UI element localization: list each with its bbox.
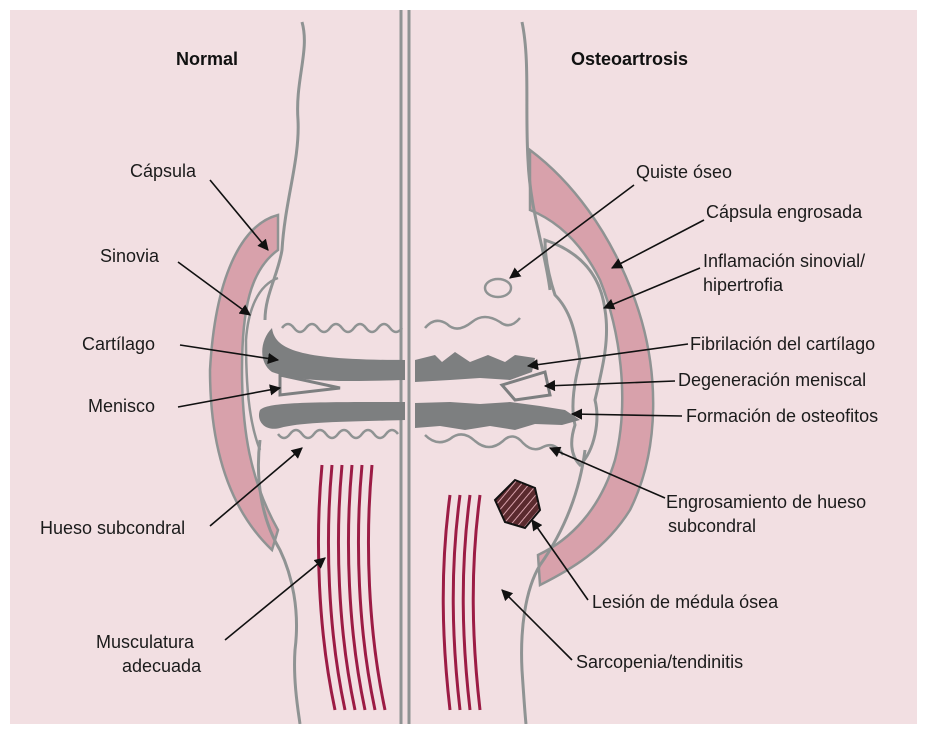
normal-capsule [210,215,278,550]
normal-femur-outline [265,22,304,320]
label-menisco: Menisco [88,396,155,416]
label-hueso: Hueso subcondral [40,518,185,538]
label-sinovia: Sinovia [100,246,160,266]
arrow-musculatura [225,558,325,640]
oa-lower-cartilage [415,402,580,430]
label-degeneracion: Degeneración meniscal [678,370,866,390]
label-osteofitos: Formación de osteofitos [686,406,878,426]
title-normal: Normal [176,49,238,69]
label-engrosamiento-1: Engrosamiento de hueso [666,492,866,512]
label-cartilago: Cartílago [82,334,155,354]
oa-upper-cartilage [415,352,535,382]
label-lesion: Lesión de médula ósea [592,592,779,612]
oa-upper-bone [425,317,520,329]
normal-upper-subchondral [282,324,402,332]
oa-lower-bone [425,434,563,455]
label-inflamacion-1: Inflamación sinovial/ [703,251,865,271]
label-capsula: Cápsula [130,161,197,181]
label-quiste: Quiste óseo [636,162,732,182]
label-capsula-engrosada: Cápsula engrosada [706,202,863,222]
arrow-capsula [210,180,268,250]
normal-lower-subchondral [278,430,398,438]
arrow-fibrilacion [528,344,688,366]
label-musculatura-2: adecuada [122,656,202,676]
label-sarcopenia: Sarcopenia/tendinitis [576,652,743,672]
title-oa: Osteoartrosis [571,49,688,69]
normal-upper-cartilage [262,328,405,381]
joint-diagram: Normal Osteoartrosis Cápsula Sinovia Car… [10,10,917,724]
normal-tibia-outline [258,440,300,724]
label-inflamacion-2: hipertrofia [703,275,784,295]
arrow-degeneracion [545,381,675,386]
label-musculatura-1: Musculatura [96,632,195,652]
label-fibrilacion: Fibrilación del cartílago [690,334,875,354]
arrow-capsula-engrosada [612,220,704,268]
bone-cyst [485,279,511,297]
diagram-figure: Normal Osteoartrosis Cápsula Sinovia Car… [10,10,917,724]
normal-joint [210,22,405,724]
label-engrosamiento-2: subcondral [668,516,756,536]
normal-lower-cartilage [259,402,405,429]
oa-joint [415,22,653,724]
normal-muscles [318,465,385,710]
arrow-sarcopenia [502,590,572,660]
oa-muscles [443,495,480,710]
